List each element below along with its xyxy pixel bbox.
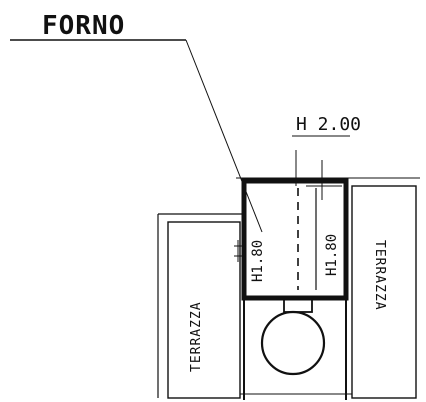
dimension-right-height: H1.80 bbox=[324, 234, 340, 276]
dimension-left-height: H1.80 bbox=[250, 240, 266, 282]
dimension-top-height: H 2.00 bbox=[296, 114, 361, 135]
dimension-left-ticks bbox=[234, 240, 244, 262]
oven-dome bbox=[260, 310, 326, 376]
left-terrace-label: TERRAZZA bbox=[189, 301, 204, 372]
right-terrace-label: TERRAZZA bbox=[372, 240, 387, 311]
title-forno: FORNO bbox=[42, 11, 125, 41]
leader-line bbox=[185, 39, 263, 233]
left-terrace bbox=[157, 213, 246, 399]
flue-dashed bbox=[295, 150, 342, 290]
right-terrace bbox=[348, 177, 420, 399]
